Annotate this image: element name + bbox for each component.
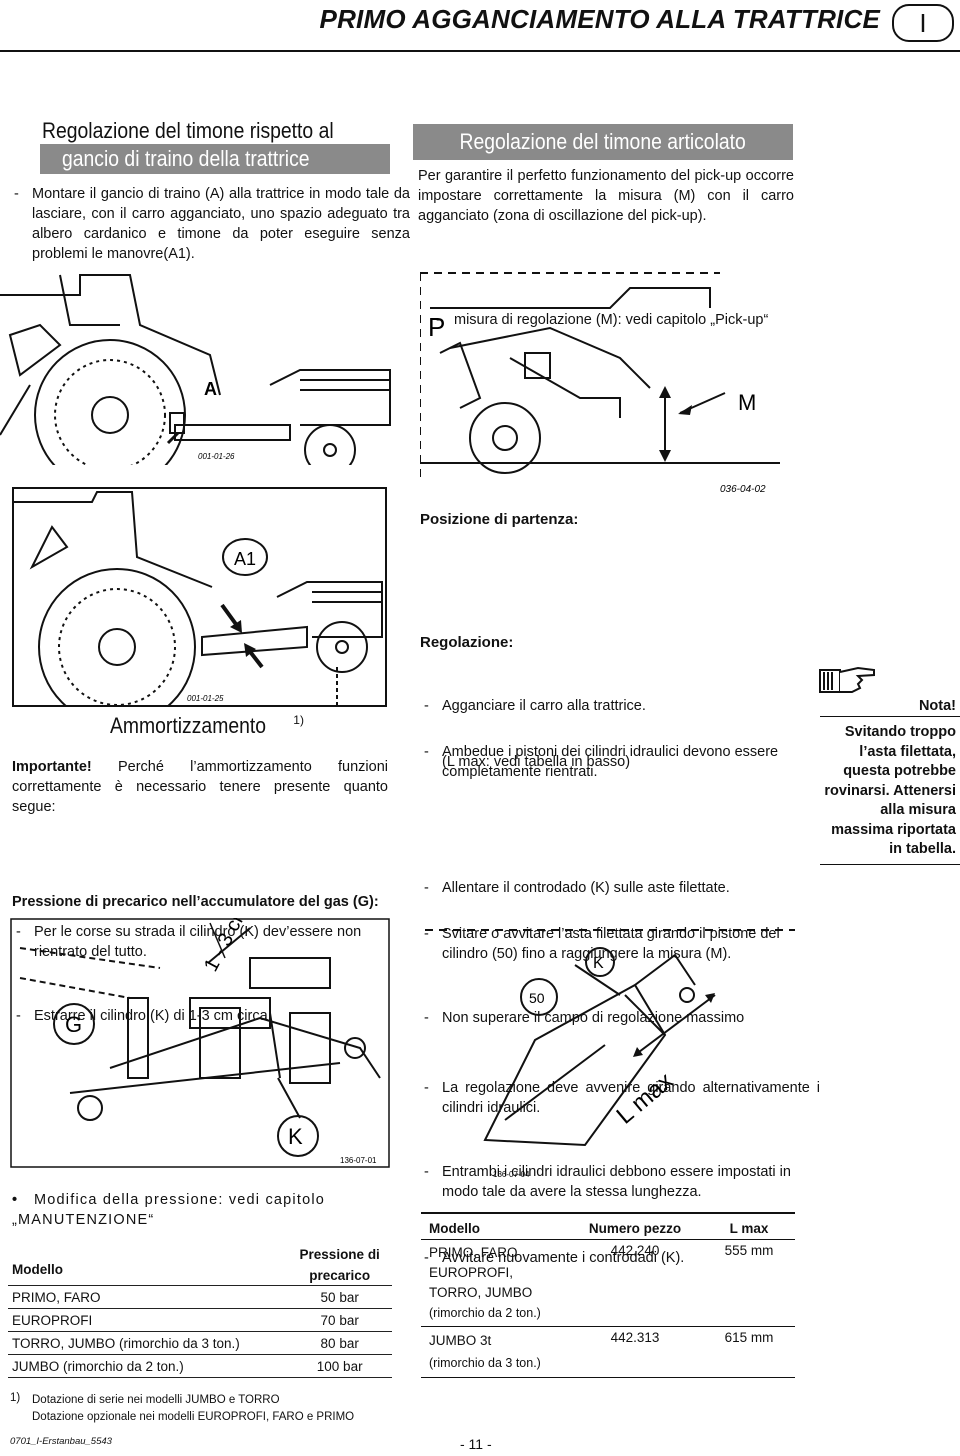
figure-code: 136-07-01 bbox=[340, 1156, 377, 1165]
figure-code: 136-07-04 bbox=[493, 1170, 530, 1179]
regolazione-item-6: Avvitare nuovamente i controdadi (K). bbox=[420, 1248, 820, 1268]
figure-cylinder-lmax: 50 K L max 136-07-04 bbox=[425, 929, 795, 1179]
figure-label-p: P bbox=[428, 312, 445, 342]
pointing-hand-icon bbox=[819, 666, 875, 693]
left-section-title-line1: Regolazione del timone rispetto al bbox=[42, 118, 334, 143]
right-section-title-band: Regolazione del timone articolato bbox=[413, 124, 793, 160]
pressione-title: Pressione di precarico nell’accumulatore… bbox=[12, 894, 379, 910]
nota-label: Nota! bbox=[820, 698, 960, 717]
nota-box: Nota! Svitando troppo l’asta filettata, … bbox=[820, 698, 960, 865]
figure-label-a1: A1 bbox=[234, 549, 256, 569]
figure-label-50: 50 bbox=[529, 990, 545, 1006]
col-header-numero: Numero pezzo bbox=[588, 1221, 682, 1236]
posizione-item-1: Agganciare il carro alla trattrice. bbox=[420, 696, 820, 716]
lmax-table: Modello Numero pezzo L max PRIMO, FARO E… bbox=[421, 1218, 795, 1378]
page-number: - 11 - bbox=[460, 1436, 492, 1452]
regolazione-item-3-note: (L max: vedi tabella in basso) bbox=[442, 754, 631, 770]
left-section-bullet: Montare il gancio di traino (A) alla tra… bbox=[10, 184, 410, 264]
page-title: PRIMO AGGANCIAMENTO ALLA TRATTRICE bbox=[319, 4, 880, 34]
right-section-title: Regolazione del timone articolato bbox=[459, 129, 747, 154]
document-code: 0701_I-Erstanbau_5543 bbox=[10, 1436, 112, 1447]
regolazione-title: Regolazione: bbox=[420, 634, 514, 651]
regolazione-item-5: Entrambi i cilindri idraulici debbono es… bbox=[420, 1162, 820, 1202]
table-row: TORRO, JUMBO (rimorchio da 3 ton.)80 bar bbox=[8, 1331, 392, 1355]
figure-label-lmax: L max bbox=[612, 1067, 679, 1129]
figure-label-k: K bbox=[288, 1124, 303, 1149]
figure-pickup-measure: P M 036-04-02 bbox=[420, 272, 780, 493]
posizione-item-2: Ambedue i pistoni dei cilindri idraulici… bbox=[420, 742, 820, 782]
footnote-line2: Dotazione opzionale nei modelli EUROPROF… bbox=[32, 1411, 355, 1423]
footnote-mark: 1) bbox=[10, 1392, 21, 1404]
right-section-para: Per garantire il perfetto funzionamento … bbox=[418, 168, 794, 224]
col-header-modello: Modello bbox=[8, 1245, 288, 1286]
figure-tractor-hitch: A 001-01-26 bbox=[0, 274, 391, 465]
regolazione-item-1: Allentare il controdado (K) sulle aste f… bbox=[420, 878, 820, 898]
figure-code: 036-04-02 bbox=[720, 484, 766, 493]
language-badge: I bbox=[892, 4, 954, 42]
regolazione-item-2: Svitare o avvitare l’asta filettata gira… bbox=[420, 924, 820, 964]
ammortizzamento-text: Perché l’ammortizzamento funzioni corret… bbox=[12, 759, 388, 815]
bullet-icon: • bbox=[12, 1192, 19, 1208]
figure-label-m: M bbox=[738, 390, 756, 415]
regolazione-item-3: Non superare il campo di regolazione mas… bbox=[420, 1008, 820, 1028]
figure-label-g: G bbox=[65, 1012, 82, 1037]
left-section-title-line2: gancio di traino della trattrice bbox=[62, 146, 310, 171]
col-header-lmax: L max bbox=[729, 1221, 769, 1236]
nota-text: Svitando troppo l’asta filettata, questa… bbox=[820, 717, 960, 865]
header-rule bbox=[0, 50, 960, 52]
footnote-mark: 1) bbox=[293, 713, 304, 727]
figure-code: 001-01-26 bbox=[198, 452, 235, 461]
footnote-line1: Dotazione di serie nei modelli JUMBO e T… bbox=[32, 1394, 280, 1406]
importante-label: Importante! bbox=[12, 759, 92, 775]
posizione-title: Posizione di partenza: bbox=[420, 511, 579, 528]
figure-label-k: K bbox=[593, 955, 604, 972]
left-section-title-band: gancio di traino della trattrice bbox=[40, 144, 390, 174]
figure-label-a: A bbox=[204, 379, 217, 399]
figure-label-dim: 1 - 3 cm bbox=[200, 918, 253, 975]
figure-tractor-a1: A1 001-01-25 bbox=[12, 487, 387, 707]
ammortizzamento-para: Importante! Perché l’ammortizzamento fun… bbox=[12, 757, 388, 817]
col-header-modello: Modello bbox=[429, 1221, 480, 1236]
table-row: JUMBO 3t (rimorchio da 3 ton.) 442.313 6… bbox=[421, 1327, 795, 1378]
ammortizzamento-item-1: Per le corse su strada il cilindro (K) d… bbox=[12, 922, 410, 962]
table-row: JUMBO (rimorchio da 2 ton.)100 bar bbox=[8, 1354, 392, 1378]
table-row: PRIMO, FARO EUROPROFI, TORRO, JUMBO (rim… bbox=[421, 1240, 795, 1327]
modifica-note: •Modifica della pressione: vedi capitolo… bbox=[12, 1192, 326, 1228]
right-section-bullet: misura di regolazione (M): vedi capitolo… bbox=[432, 310, 814, 330]
figure-cylinder-g: 1 - 3 cm G K 136-07-01 bbox=[10, 918, 390, 1168]
figure-code: 001-01-25 bbox=[187, 694, 224, 703]
table-rule bbox=[421, 1212, 795, 1214]
